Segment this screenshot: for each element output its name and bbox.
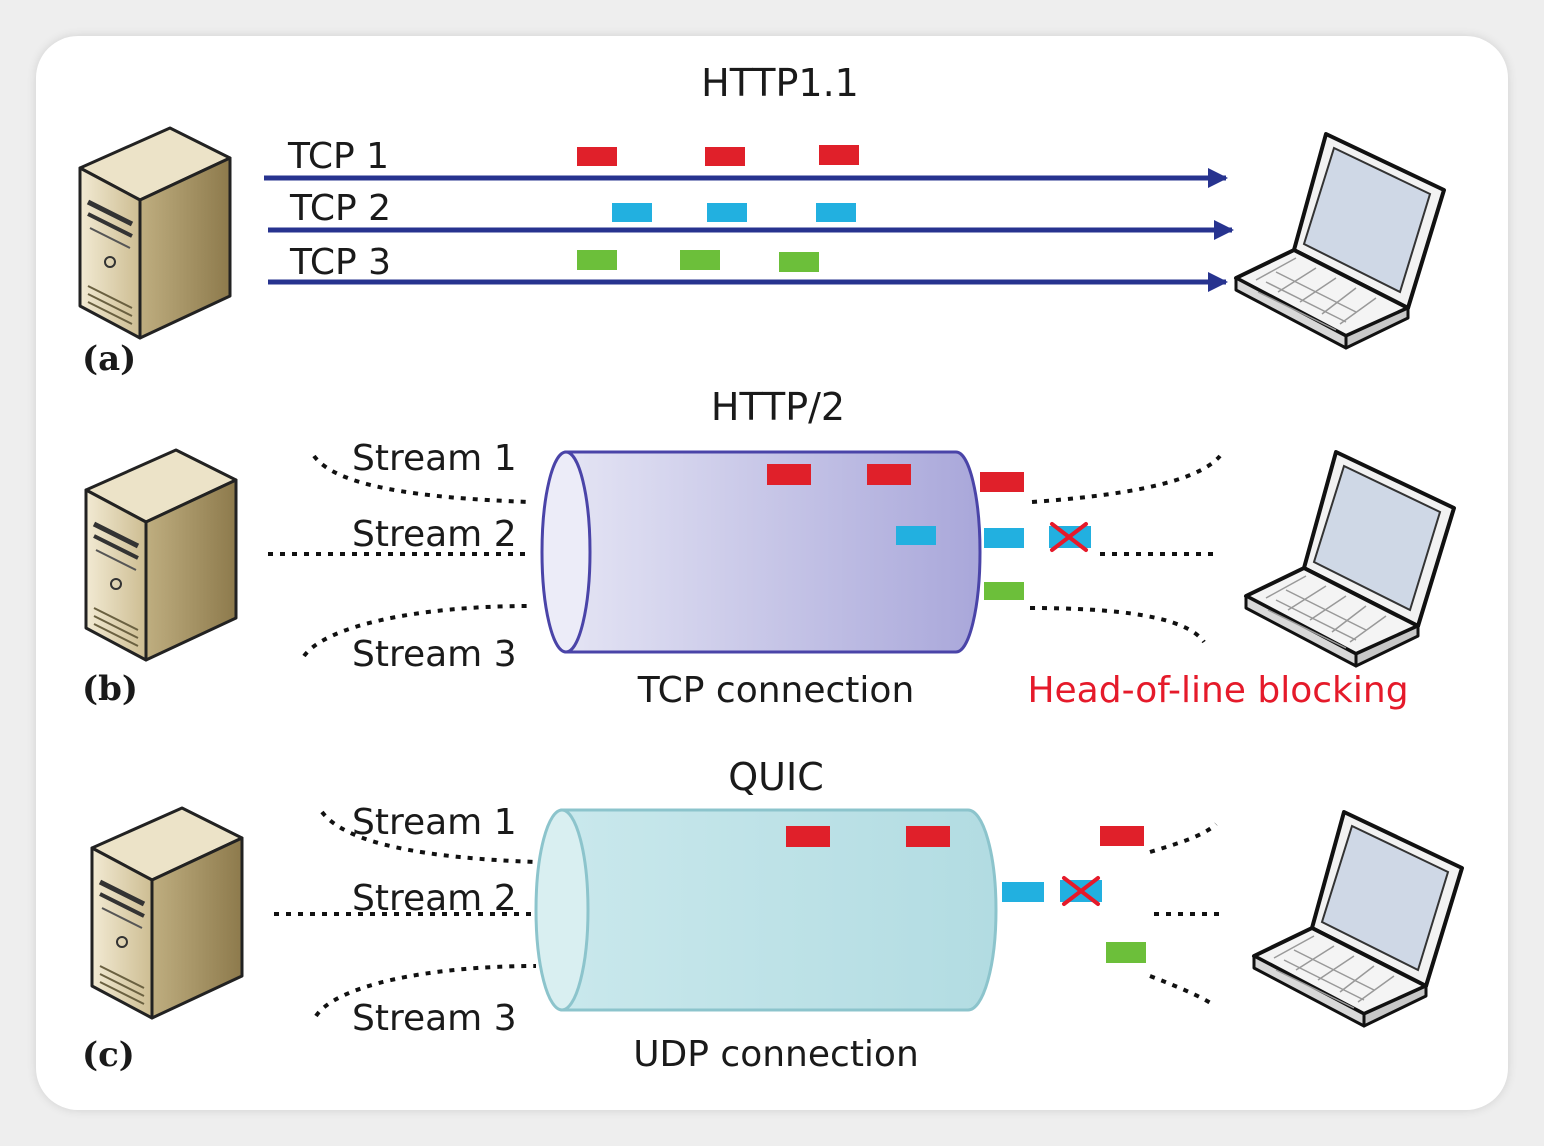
panel-b: HTTP/2 Stream 1 [82,385,1456,711]
tcp3-packets [577,250,819,272]
packet-red [906,826,950,847]
packet-green [680,250,720,270]
packet-green [577,250,617,270]
panel-a: HTTP1.1 TCP 1 TCP 2 TCP 3 (a) [80,61,1446,379]
panel-c-title: QUIC [728,755,823,799]
packet-blue [1002,882,1044,902]
packet-red [1100,826,1144,846]
laptop-icon [1244,450,1456,668]
stream-lines-in [268,454,531,658]
panel-a-title: HTTP1.1 [701,61,859,105]
stream-label-2: Stream 2 [352,878,517,919]
packet-red [819,145,859,165]
stream-lines-out [1149,822,1224,1006]
panel-b-title: HTTP/2 [711,385,845,429]
packet-red [577,147,617,166]
tcp-connection-pipe [540,450,982,654]
packet-blue [984,528,1024,548]
tcp2-packets [612,203,856,222]
tcp-connection-label: TCP connection [637,670,915,711]
stream-label-1: Stream 1 [352,438,517,479]
tcp-label-3: TCP 3 [289,242,391,283]
packet-red [867,464,911,485]
server-tower-icon [92,808,242,1018]
packet-red [980,472,1024,492]
packet-red [705,147,745,166]
packet-blue [896,526,936,545]
packet-red [786,826,830,847]
server-tower-icon [86,450,236,660]
protocol-comparison-diagram: HTTP1.1 TCP 1 TCP 2 TCP 3 (a) HT [36,61,1464,1075]
blocked-x-icon [1062,876,1100,906]
udp-connection-pipe [534,808,998,1012]
figure-card: HTTP1.1 TCP 1 TCP 2 TCP 3 (a) HT [36,36,1508,1110]
stream-label-1: Stream 1 [352,802,517,843]
stream-label-2: Stream 2 [352,514,517,555]
packet-green [984,582,1024,600]
packet-red [767,464,811,485]
laptop-icon [1234,132,1446,350]
stream-lines-in [274,810,537,1018]
head-of-line-blocking-label: Head-of-line blocking [1027,670,1408,711]
panel-b-caption: (b) [82,669,138,709]
packet-blue [707,203,747,222]
stream-label-3: Stream 3 [352,634,517,675]
tcp-connection-lines [264,168,1234,292]
panel-a-caption: (a) [82,339,136,379]
panel-c: QUIC Stream 1 Stream 2 Strea [82,755,1464,1075]
udp-connection-label: UDP connection [633,1034,919,1075]
packet-green [779,252,819,272]
stream-label-3: Stream 3 [352,998,517,1039]
stream-lines-out [1029,454,1222,644]
tcp-label-2: TCP 2 [289,188,391,229]
laptop-icon [1252,810,1464,1028]
tcp-label-1: TCP 1 [287,136,389,177]
packet-blue [612,203,652,222]
tcp1-packets [577,145,859,166]
blocked-x-icon [1050,522,1088,552]
packet-green [1106,942,1146,963]
panel-c-caption: (c) [82,1035,135,1075]
packet-blue [816,203,856,222]
server-tower-icon [80,128,230,338]
